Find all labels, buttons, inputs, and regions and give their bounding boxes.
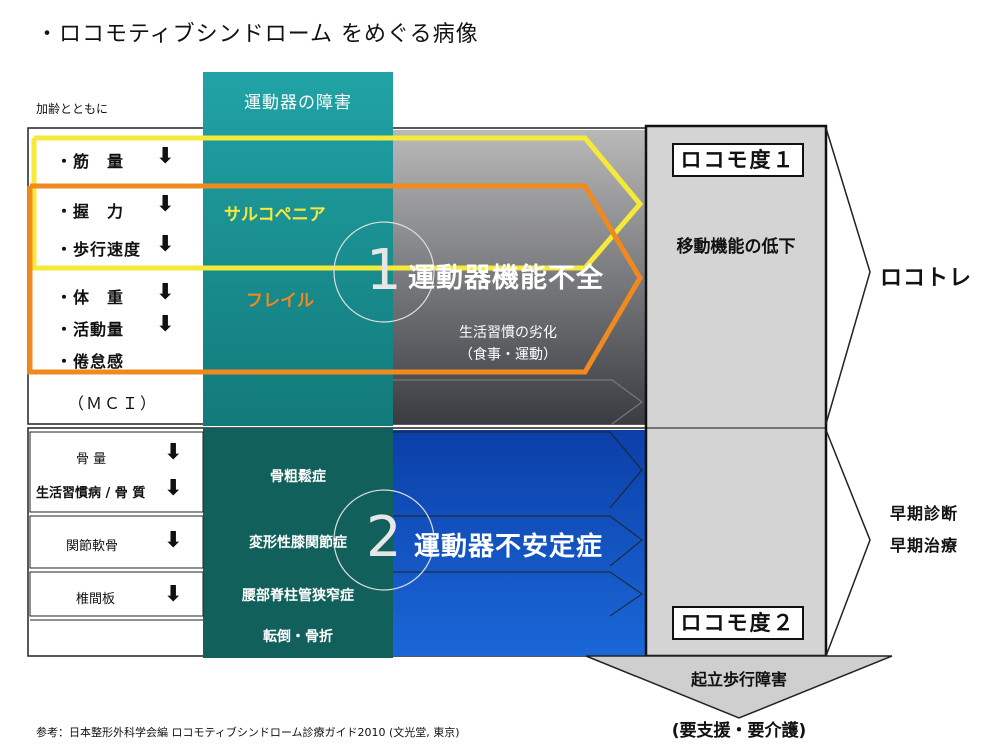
- standing-walking-disorder: 起立歩行障害: [690, 670, 787, 689]
- factor-bone-mass: 骨 量: [76, 452, 107, 467]
- locomo-level-2: ロコモ度２: [672, 606, 804, 640]
- down-arrow-icon: ⬇: [156, 192, 175, 217]
- teal-column: [203, 72, 393, 426]
- mci-chevron: [393, 379, 644, 425]
- lifestyle-line2: （食事・運動）: [459, 347, 557, 363]
- locomo-level-1: ロコモ度１: [672, 143, 804, 177]
- condition-spinal-stenosis: 腰部脊柱管狭窄症: [242, 588, 354, 604]
- row-box-3: [29, 571, 204, 617]
- lower-chevron-1: [393, 431, 643, 509]
- factor-disc: 椎間板: [76, 592, 116, 607]
- bracket-lower: [825, 429, 871, 657]
- early-treatment: 早期治療: [890, 536, 959, 555]
- mobility-decline: 移動機能の低下: [676, 237, 796, 257]
- down-arrow-icon: ⬇: [164, 476, 183, 501]
- factor-fatigue: ・倦怠感: [56, 352, 125, 371]
- down-arrow-icon: ⬇: [156, 312, 175, 337]
- row-box-1: [29, 431, 204, 513]
- down-arrow: [585, 655, 893, 719]
- circle-1-number: 1: [366, 238, 402, 303]
- factor-activity: ・活動量: [56, 320, 125, 339]
- factor-grip: ・握 力: [56, 202, 125, 221]
- condition-knee-oa: 変形性膝関節症: [249, 535, 347, 551]
- factor-lifestyle-disease: 生活習慣病 / 骨 質: [36, 486, 146, 501]
- lower-chevron-2: [393, 515, 643, 567]
- upper-band: [393, 130, 645, 424]
- care-need: (要支援・要介護): [671, 721, 807, 741]
- bracket-upper: [825, 127, 871, 425]
- down-arrow-icon: ⬇: [156, 144, 175, 169]
- condition-fall-fracture: 転倒・骨折: [263, 629, 333, 645]
- down-arrow-icon: ⬇: [164, 528, 183, 553]
- early-diagnosis: 早期診断: [890, 504, 959, 523]
- down-arrow-icon: ⬇: [156, 232, 175, 257]
- factor-muscle: ・筋 量: [56, 152, 125, 171]
- condition-osteoporosis: 骨粗鬆症: [270, 469, 326, 485]
- factor-cartilage: 関節軟骨: [66, 539, 119, 554]
- row-box-2: [29, 515, 204, 569]
- lower-band-title: 運動器不安定症: [414, 532, 604, 562]
- circle-1: [333, 221, 435, 323]
- reference: 参考：日本整形外科学会編 ロコモティブシンドローム診療ガイド2010 (文光堂,…: [36, 726, 460, 739]
- column-header: 運動器の障害: [244, 93, 352, 113]
- frailty-chevron: [27, 183, 643, 375]
- down-arrow-icon: ⬇: [156, 280, 175, 305]
- lower-band: [393, 430, 645, 656]
- page-title: ・ロコモティブシンドローム をめぐる病像: [36, 22, 479, 47]
- down-arrow-icon: ⬇: [164, 440, 183, 465]
- factor-weight: ・体 重: [56, 288, 125, 307]
- frailty-label: フレイル: [246, 291, 314, 311]
- locotre-label: ロコトレ: [880, 266, 973, 291]
- factor-walking-speed: ・歩行速度: [56, 240, 142, 259]
- lower-chevron-3: [393, 571, 643, 617]
- aging-label: 加齢とともに: [36, 102, 109, 116]
- right-column: [644, 124, 828, 658]
- sarcopenia-label: サルコペニア: [224, 205, 326, 225]
- teal-column-lower: [203, 428, 393, 658]
- circle-2: [333, 489, 435, 591]
- lifestyle-line1: 生活習慣の劣化: [459, 325, 557, 341]
- upper-band-title: 運動器機能不全: [408, 263, 604, 294]
- down-arrow-icon: ⬇: [164, 582, 183, 607]
- mci-label: （ＭＣＩ）: [68, 394, 159, 413]
- circle-2-number: 2: [366, 505, 402, 570]
